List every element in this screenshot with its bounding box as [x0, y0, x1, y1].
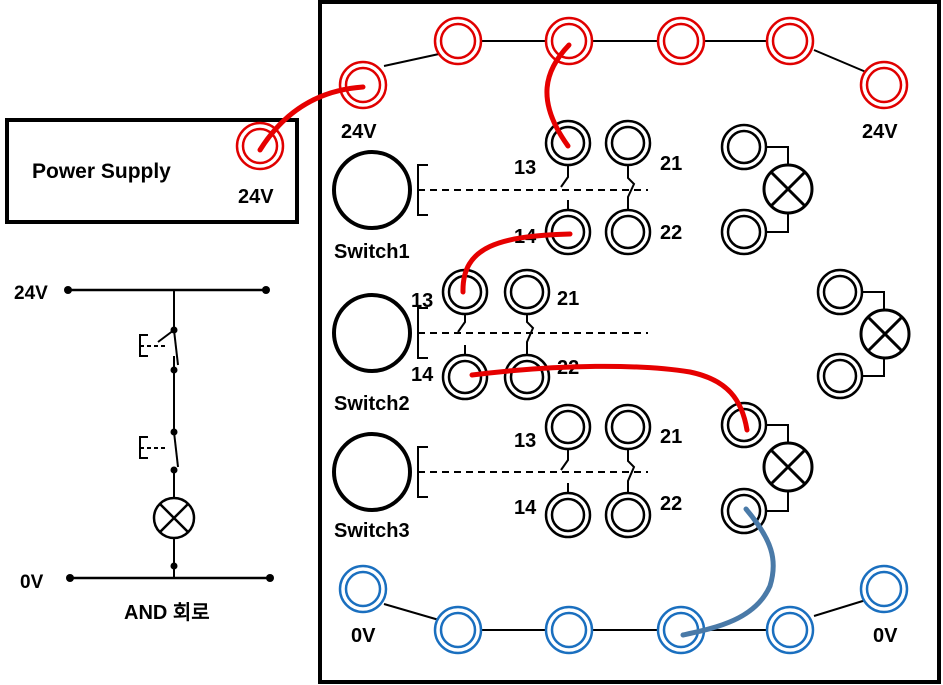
switch-2-label-21: 21: [557, 288, 579, 310]
schematic-supply-label: 24V: [14, 283, 48, 304]
switch-2-button[interactable]: [332, 293, 412, 373]
switch-3-label-13: 13: [514, 430, 536, 452]
schematic-ground-label: 0V: [20, 572, 44, 593]
rail-bottom-right-label: 0V: [873, 625, 898, 647]
switch-1-label-21: 21: [660, 153, 682, 175]
switch-2-label-14: 14: [411, 364, 434, 386]
power-supply-terminal-label: 24V: [238, 186, 274, 208]
wire-psu-to-rail[interactable]: [257, 84, 366, 153]
wire-s2-14-to-lamp3[interactable]: [469, 363, 750, 433]
switch-1-label-22: 22: [660, 222, 682, 244]
bottom-rail-lines: [383, 599, 867, 631]
panel-frame: [318, 0, 941, 684]
switch-3-label-22: 22: [660, 493, 682, 515]
power-supply-title: Power Supply: [32, 160, 171, 183]
switch-3: Switch3 13 14 21 22: [332, 403, 682, 542]
and-circuit-schematic: 24V 0V AND 회로: [14, 283, 274, 624]
lamp-2: [816, 268, 911, 400]
wire-rail-to-s1-13[interactable]: [544, 42, 572, 149]
switch-2: Switch2 13 14 21 22: [332, 268, 648, 415]
switch-3-label-21: 21: [660, 426, 682, 448]
switch-3-button[interactable]: [332, 432, 412, 512]
switch-3-label: Switch3: [334, 520, 410, 542]
top-rail-terminals: [338, 16, 909, 110]
rail-top-left-label: 24V: [341, 121, 377, 143]
switch-3-label-14: 14: [514, 497, 537, 519]
top-rail-lines: [383, 40, 867, 73]
power-supply: Power Supply 24V: [5, 118, 299, 224]
lamp-1: [720, 123, 814, 256]
switch-1: Switch1 13 14 21 22: [332, 119, 682, 263]
wire-lamp3-to-0v[interactable]: [680, 506, 776, 638]
switch-1-label-13: 13: [514, 157, 536, 179]
rail-bottom-left-label: 0V: [351, 625, 376, 647]
schematic-caption: AND 회로: [124, 601, 210, 624]
switch-1-label: Switch1: [334, 241, 410, 263]
switch-2-label: Switch2: [334, 393, 410, 415]
switch-2-label-13: 13: [411, 290, 433, 312]
bottom-rail-terminals: [338, 564, 909, 655]
lamp-3: [720, 401, 814, 535]
switch-1-button[interactable]: [332, 150, 412, 230]
rail-top-right-label: 24V: [862, 121, 898, 143]
jumper-wires: [257, 42, 776, 638]
wire-s1-14-to-s2-13[interactable]: [460, 231, 573, 295]
